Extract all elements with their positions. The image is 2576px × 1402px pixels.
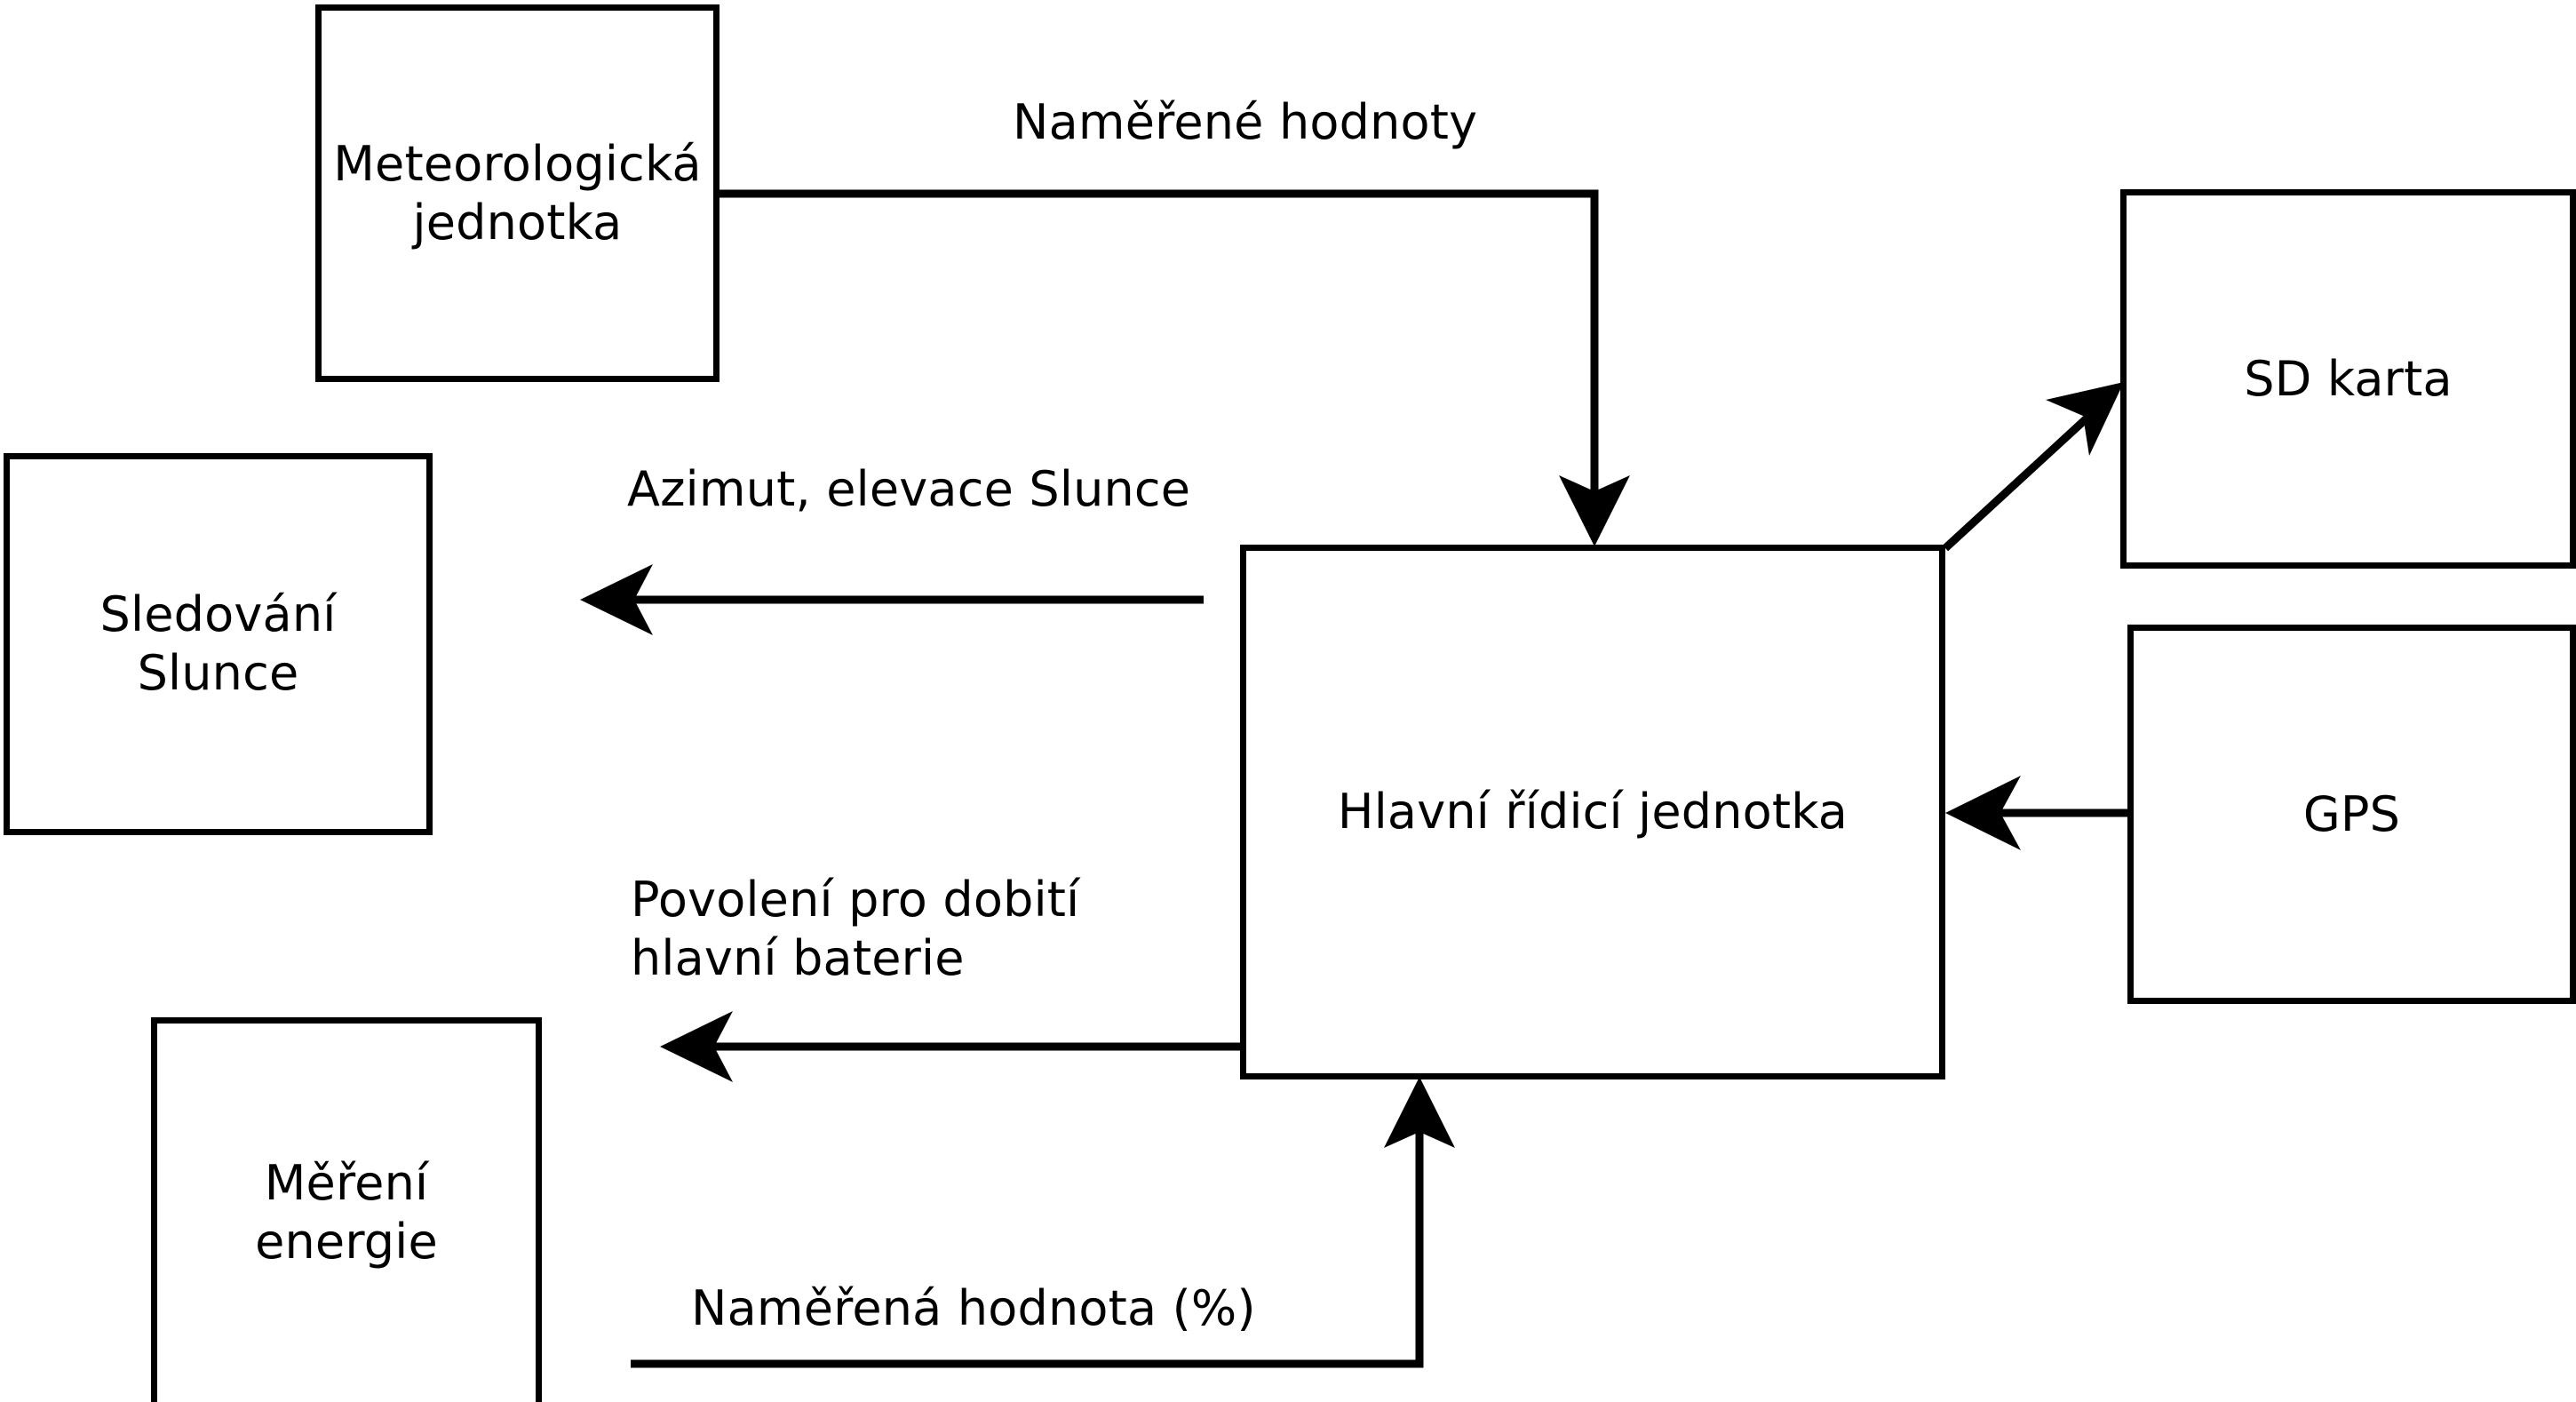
edge-label-measured-values: Naměřené hodnoty bbox=[1013, 94, 1478, 150]
connector-main-to-energy bbox=[660, 1011, 1240, 1082]
node-energy-measurement-label: Měření energie bbox=[255, 1155, 438, 1270]
node-main-control-unit[interactable]: Hlavní řídicí jednotka bbox=[1240, 545, 1945, 1079]
edge-label-measured-value-percent: Naměřená hodnota (%) bbox=[691, 1280, 1256, 1336]
node-sd-card[interactable]: SD karta bbox=[2120, 189, 2576, 569]
node-main-control-unit-label: Hlavní řídicí jednotka bbox=[1337, 784, 1849, 840]
node-gps[interactable]: GPS bbox=[2127, 625, 2576, 1004]
connector-energy-to-main bbox=[631, 1077, 1455, 1368]
node-meteorological-unit[interactable]: Meteorologická jednotka bbox=[315, 4, 720, 382]
node-sd-card-label: SD karta bbox=[2244, 350, 2453, 407]
connector-gps-to-main bbox=[1945, 776, 2127, 850]
node-sun-tracking-label: Sledování Slunce bbox=[99, 586, 337, 701]
node-energy-measurement[interactable]: Měření energie bbox=[151, 1017, 542, 1402]
connector-meteo-to-main bbox=[720, 189, 1630, 546]
node-meteorological-unit-label: Meteorologická jednotka bbox=[333, 135, 702, 251]
connector-main-to-tracking bbox=[580, 564, 1204, 635]
node-sun-tracking[interactable]: Sledování Slunce bbox=[4, 453, 433, 835]
edge-label-battery-charge-permission: Povolení pro dobití hlavní baterie bbox=[631, 872, 1080, 986]
edge-label-azimuth-elevation: Azimut, elevace Slunce bbox=[627, 461, 1191, 517]
node-gps-label: GPS bbox=[2302, 785, 2401, 842]
connector-main-to-sdcard bbox=[1942, 382, 2124, 552]
